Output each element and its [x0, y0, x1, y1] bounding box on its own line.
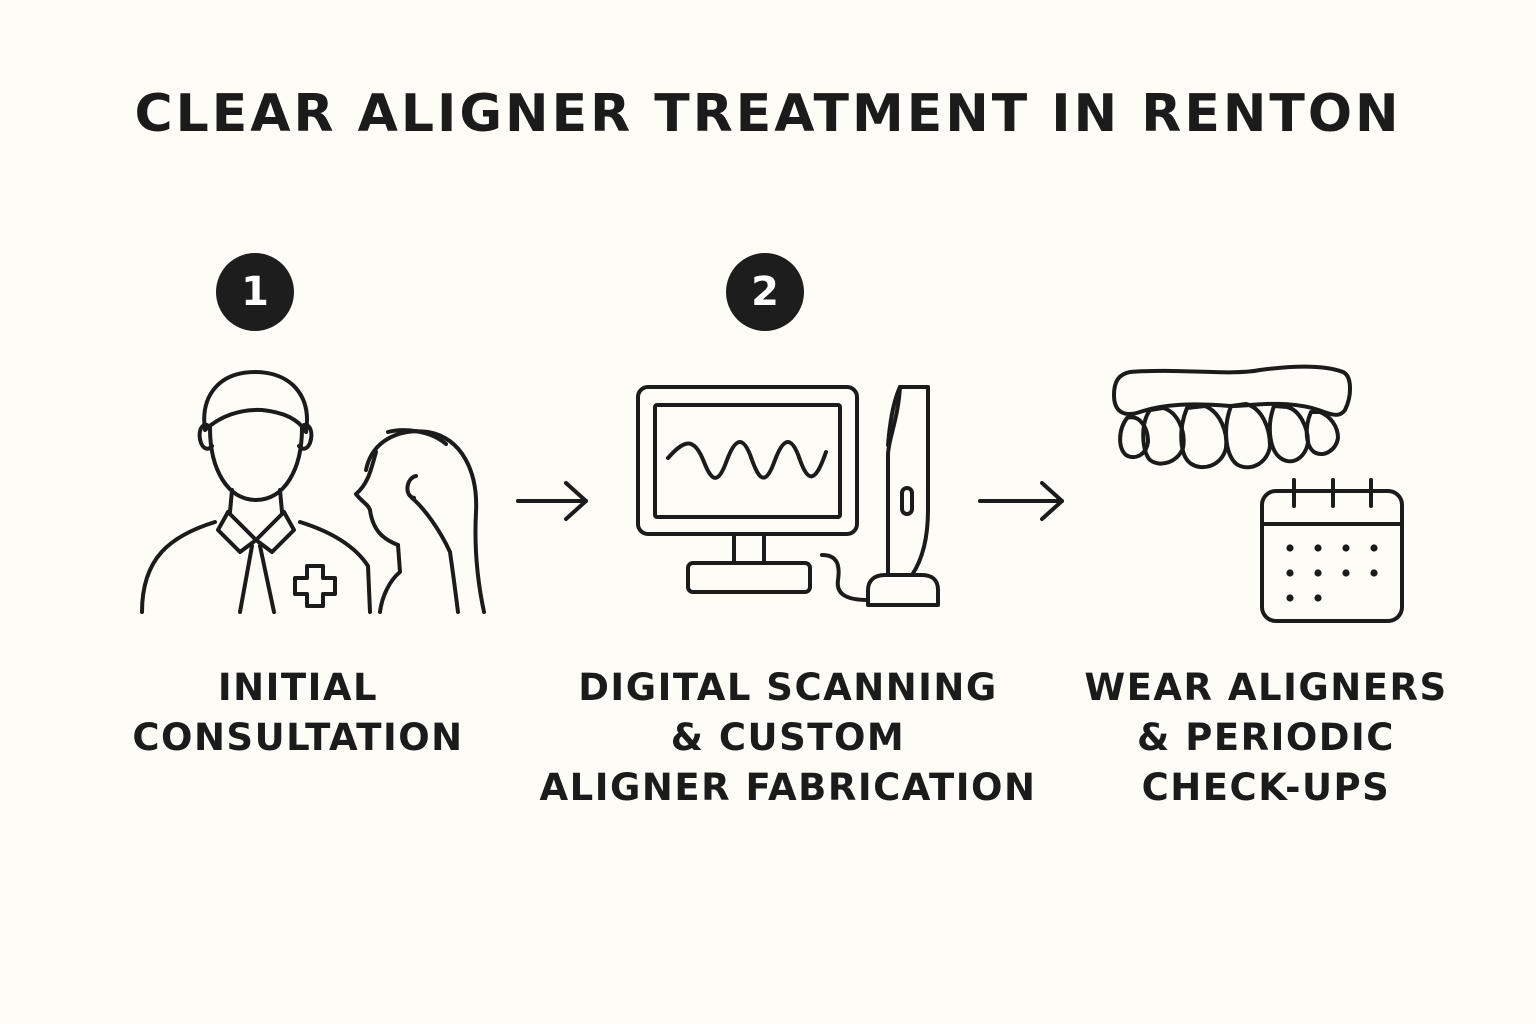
arrow-right-icon — [516, 481, 588, 521]
step-2-badge: 2 — [726, 253, 804, 331]
step-2-label-line: ALIGNER FABRICATION — [539, 766, 1037, 809]
step-3-label: WEAR ALIGNERS & PERIODIC CHECK-UPS — [1006, 663, 1526, 813]
scanner-monitor-icon — [636, 385, 940, 607]
doctor-patient-icon — [140, 370, 486, 614]
step-2-label: DIGITAL SCANNING & CUSTOM ALIGNER FABRIC… — [528, 663, 1048, 813]
step-3-label-line: WEAR ALIGNERS — [1084, 666, 1448, 709]
step-2-label-line: DIGITAL SCANNING — [578, 666, 998, 709]
step-1-badge: 1 — [216, 253, 294, 331]
step-3-label-line: & PERIODIC — [1137, 716, 1395, 759]
step-3-label-line: CHECK-UPS — [1141, 766, 1391, 809]
step-2-label-line: & CUSTOM — [670, 716, 906, 759]
page-title: CLEAR ALIGNER TREATMENT IN RENTON — [134, 84, 1402, 144]
step-1-label-line: INITIAL — [217, 666, 379, 709]
step-1-label: INITIAL CONSULTATION — [38, 663, 558, 763]
aligner-calendar-icon — [1112, 364, 1404, 623]
step-1-label-line: CONSULTATION — [132, 716, 464, 759]
arrow-right-icon — [978, 481, 1064, 521]
